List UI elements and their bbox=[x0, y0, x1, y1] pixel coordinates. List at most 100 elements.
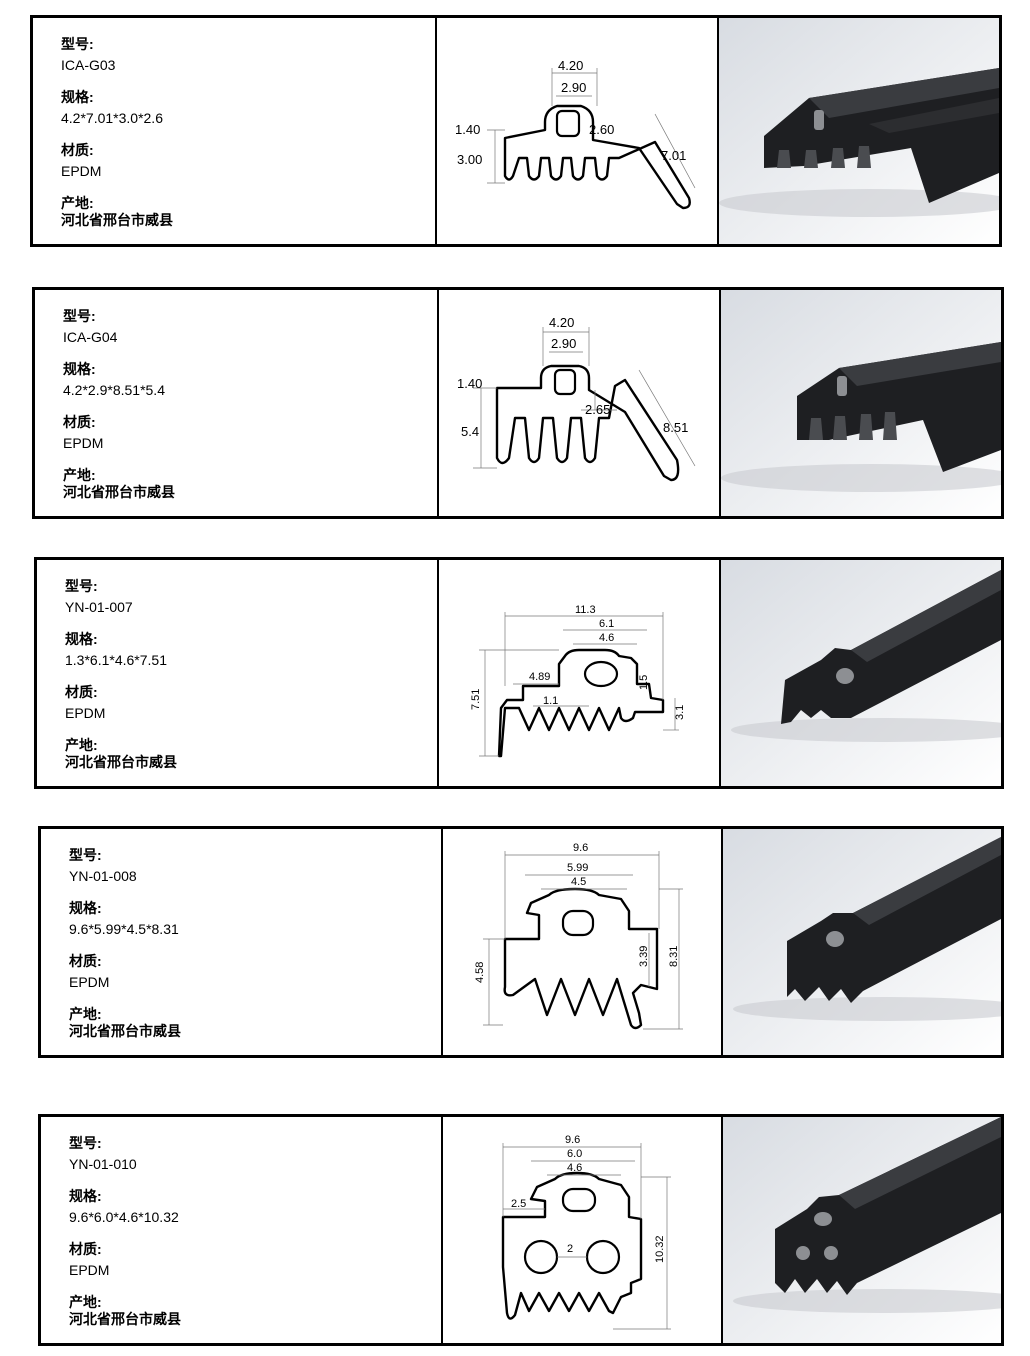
product-info: 型号: ICA-G04 规格: 4.2*2.9*8.51*5.4 材质: EPD… bbox=[35, 290, 439, 516]
origin-label: 产地: bbox=[69, 1294, 102, 1310]
profile-drawing: 11.3 6.1 4.6 4.89 1.5 1.1 7.51 3.1 bbox=[439, 560, 721, 786]
material-value: EPDM bbox=[65, 705, 106, 721]
spec-value: 1.3*6.1*4.6*7.51 bbox=[65, 652, 167, 668]
profile-drawing: 9.6 6.0 4.6 2.5 2 10.32 bbox=[443, 1117, 723, 1343]
product-info: 型号: YN-01-010 规格: 9.6*6.0*4.6*10.32 材质: … bbox=[41, 1117, 443, 1343]
origin-value: 河北省邢台市威县 bbox=[61, 212, 173, 228]
material-value: EPDM bbox=[69, 974, 110, 990]
dim-label: 4.6 bbox=[599, 632, 614, 644]
dim-label: 9.6 bbox=[573, 842, 588, 854]
origin-label: 产地: bbox=[69, 1006, 102, 1022]
dim-label: 1.40 bbox=[457, 376, 482, 391]
spec-value: 4.2*2.9*8.51*5.4 bbox=[63, 382, 165, 398]
seal-cavity bbox=[561, 1187, 597, 1213]
model-value: ICA-G03 bbox=[61, 57, 116, 73]
dim-label: 7.01 bbox=[661, 148, 686, 163]
seal-cavity bbox=[555, 109, 581, 138]
dim-label: 4.58 bbox=[474, 962, 486, 983]
dim-label: 2.90 bbox=[551, 336, 576, 351]
material-label: 材质: bbox=[69, 1241, 102, 1257]
seal-cavity bbox=[553, 368, 577, 396]
product-info: 型号: ICA-G03 规格: 4.2*7.01*3.0*2.6 材质: EPD… bbox=[33, 18, 437, 244]
dim-label: 3.00 bbox=[457, 152, 482, 167]
model-label: 型号: bbox=[63, 308, 96, 324]
origin-value: 河北省邢台市威县 bbox=[63, 484, 175, 500]
seal-profile-shape bbox=[503, 887, 659, 1030]
dim-label: 7.51 bbox=[470, 689, 482, 710]
dim-label: 8.31 bbox=[668, 946, 680, 967]
material-label: 材质: bbox=[63, 414, 96, 430]
origin-value: 河北省邢台市威县 bbox=[65, 754, 177, 770]
spec-value: 4.2*7.01*3.0*2.6 bbox=[61, 110, 163, 126]
dim-label: 2.5 bbox=[511, 1198, 526, 1210]
profile-drawing: 4.20 2.90 1.40 3.00 2.60 7.01 bbox=[437, 18, 719, 244]
material-value: EPDM bbox=[63, 435, 104, 451]
dim-label: 4.89 bbox=[529, 671, 550, 683]
seal-hole bbox=[523, 1239, 559, 1275]
origin-label: 产地: bbox=[65, 737, 98, 753]
product-card-3: 型号: YN-01-007 规格: 1.3*6.1*4.6*7.51 材质: E… bbox=[34, 557, 1004, 789]
dim-label: 11.3 bbox=[575, 604, 596, 616]
product-info: 型号: YN-01-008 规格: 9.6*5.99*4.5*8.31 材质: … bbox=[41, 829, 443, 1055]
dim-label: 1.1 bbox=[543, 695, 558, 707]
dim-label: 2 bbox=[567, 1243, 573, 1255]
dim-label: 2.60 bbox=[589, 122, 614, 137]
product-info: 型号: YN-01-007 规格: 1.3*6.1*4.6*7.51 材质: E… bbox=[37, 560, 439, 786]
material-value: EPDM bbox=[69, 1262, 110, 1278]
dim-label: 4.20 bbox=[558, 58, 583, 73]
dim-label: 2.65 bbox=[585, 402, 610, 417]
material-value: EPDM bbox=[61, 163, 102, 179]
dim-label: 5.4 bbox=[461, 424, 479, 439]
model-label: 型号: bbox=[69, 847, 102, 863]
spec-label: 规格: bbox=[65, 631, 98, 647]
dim-label: 2.90 bbox=[561, 80, 586, 95]
dim-label: 4.6 bbox=[567, 1162, 582, 1174]
product-card-2: 型号: ICA-G04 规格: 4.2*2.9*8.51*5.4 材质: EPD… bbox=[32, 287, 1004, 519]
product-card-5: 型号: YN-01-010 规格: 9.6*6.0*4.6*10.32 材质: … bbox=[38, 1114, 1004, 1346]
seal-profile-shape bbox=[503, 104, 691, 210]
dim-label: 4.20 bbox=[549, 315, 574, 330]
product-card-4: 型号: YN-01-008 规格: 9.6*5.99*4.5*8.31 材质: … bbox=[38, 826, 1004, 1058]
model-label: 型号: bbox=[61, 36, 94, 52]
dim-label: 1.5 bbox=[638, 675, 650, 690]
dim-label: 6.0 bbox=[567, 1148, 582, 1160]
origin-value: 河北省邢台市威县 bbox=[69, 1311, 181, 1327]
profile-drawing: 4.20 2.90 1.40 5.4 2.65 8.51 bbox=[439, 290, 721, 516]
dim-label: 8.51 bbox=[663, 420, 688, 435]
seal-profile-shape bbox=[497, 648, 665, 758]
spec-label: 规格: bbox=[69, 1188, 102, 1204]
model-value: YN-01-008 bbox=[69, 868, 137, 884]
origin-value: 河北省邢台市威县 bbox=[69, 1023, 181, 1039]
dim-label: 5.99 bbox=[567, 862, 588, 874]
product-photo bbox=[723, 1117, 1001, 1343]
origin-label: 产地: bbox=[61, 195, 94, 211]
product-photo bbox=[721, 290, 1001, 516]
spec-label: 规格: bbox=[63, 361, 96, 377]
seal-cavity bbox=[561, 909, 595, 937]
dim-label: 6.1 bbox=[599, 618, 614, 630]
dim-label: 10.32 bbox=[654, 1235, 666, 1263]
spec-label: 规格: bbox=[61, 89, 94, 105]
model-value: ICA-G04 bbox=[63, 329, 118, 345]
seal-hole bbox=[585, 1239, 621, 1275]
model-label: 型号: bbox=[69, 1135, 102, 1151]
model-value: YN-01-007 bbox=[65, 599, 133, 615]
spec-value: 9.6*5.99*4.5*8.31 bbox=[69, 921, 179, 937]
product-card-1: 型号: ICA-G03 规格: 4.2*7.01*3.0*2.6 材质: EPD… bbox=[30, 15, 1002, 247]
model-value: YN-01-010 bbox=[69, 1156, 137, 1172]
seal-cavity bbox=[583, 660, 619, 688]
product-photo bbox=[723, 829, 1001, 1055]
material-label: 材质: bbox=[69, 953, 102, 969]
material-label: 材质: bbox=[61, 142, 94, 158]
material-label: 材质: bbox=[65, 684, 98, 700]
dim-label: 1.40 bbox=[455, 122, 480, 137]
model-label: 型号: bbox=[65, 578, 98, 594]
product-photo bbox=[719, 18, 999, 244]
seal-profile-shape bbox=[495, 364, 680, 482]
origin-label: 产地: bbox=[63, 467, 96, 483]
dim-label: 3.39 bbox=[638, 946, 650, 967]
dim-label: 4.5 bbox=[571, 876, 586, 888]
spec-label: 规格: bbox=[69, 900, 102, 916]
dim-label: 3.1 bbox=[674, 705, 686, 720]
product-photo bbox=[721, 560, 1001, 786]
